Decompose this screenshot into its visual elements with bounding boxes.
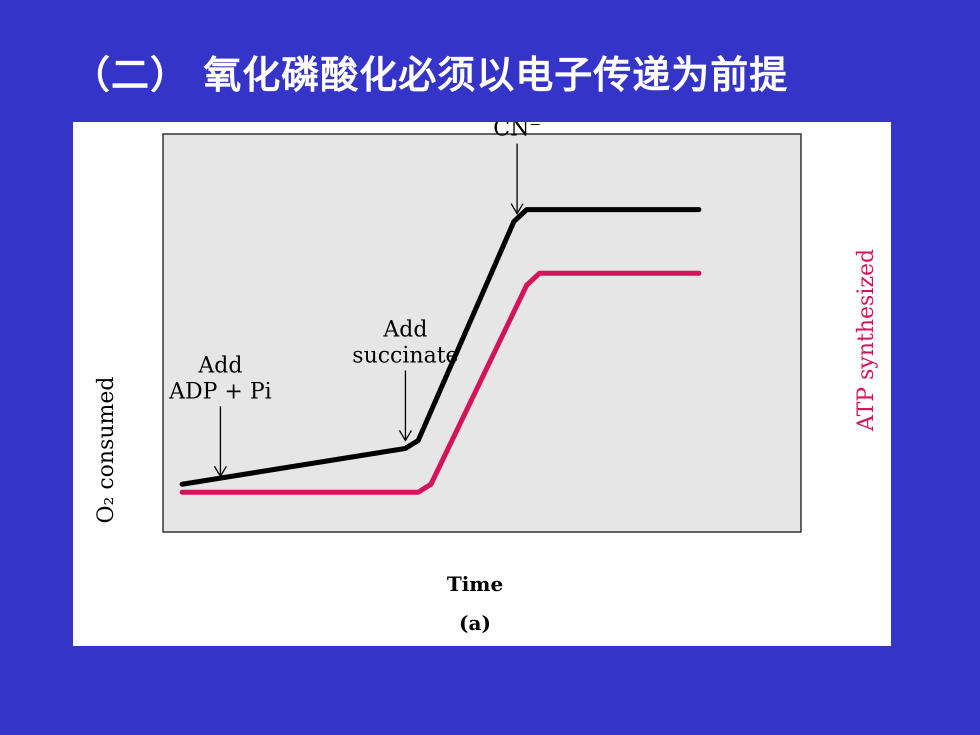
annotation-label-line2: CN⁻ [493,122,541,142]
y-axis-label-left: O₂ consumed [94,376,119,523]
series-line-o2 [179,207,702,487]
annotation-label-line1: Add [382,317,427,342]
annotation-arrow-head [213,465,227,478]
annotation-label-line1: Add [197,353,242,378]
annotation-cn: AddCN⁻ [493,122,541,215]
annotation-label-line2: succinate [352,343,458,368]
annotation-label-line2: ADP + Pi [168,379,272,404]
annotation-arrow-head [398,430,412,442]
plot-area [162,133,802,533]
panel-label: (a) [459,611,491,635]
series-line-atp [179,270,702,495]
slide-title: （二） 氧化磷酸化必须以电子传递为前提 [72,53,789,97]
series-layer [179,207,702,495]
annotation-arrow-head [510,203,524,215]
x-axis-label: Time [447,572,503,596]
y-axis-label-right: ATP synthesized [854,249,879,432]
